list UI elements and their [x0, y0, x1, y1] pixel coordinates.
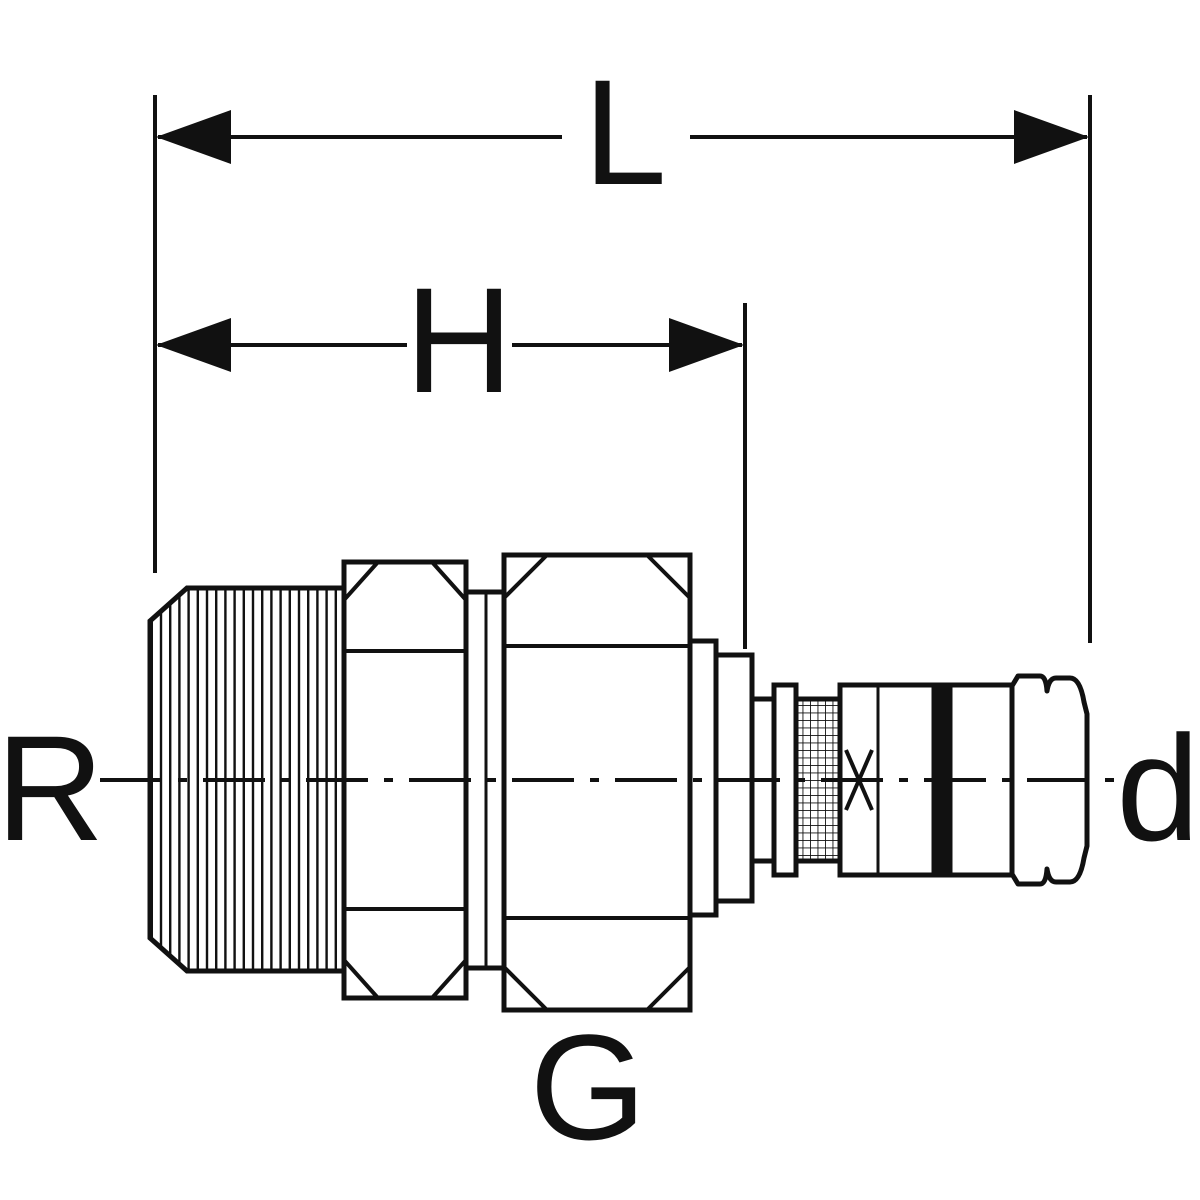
dim-L-arrowhead-right-icon	[1014, 110, 1089, 164]
union-nut-chamfer-bl	[502, 965, 549, 1012]
dim-H-arrowhead-right-icon	[669, 318, 744, 372]
dim-H-label: H	[405, 256, 513, 424]
dim-L-label: L	[583, 48, 666, 216]
dim-L-arrowhead-left-icon	[156, 110, 231, 164]
thread-label: R	[0, 704, 104, 872]
hex-nut-chamfer-tl	[342, 560, 380, 602]
hex-nut-chamfer-tr	[430, 560, 468, 602]
hex-nut-chamfer-bl	[342, 958, 380, 1000]
dimension-H: H	[156, 256, 747, 649]
diameter-label: d	[1116, 704, 1199, 872]
union-nut-label: G	[530, 1003, 647, 1171]
dim-H-arrowhead-left-icon	[156, 318, 231, 372]
hex-nut-chamfer-br	[430, 958, 468, 1000]
part-labels: R d G	[0, 704, 1200, 1171]
union-nut-chamfer-tl	[502, 553, 549, 600]
union-nut-chamfer-tr	[645, 553, 692, 600]
union-nut-body	[501, 552, 693, 1013]
dimension-L: L	[153, 48, 1092, 643]
union-nut-chamfer-br	[645, 965, 692, 1012]
